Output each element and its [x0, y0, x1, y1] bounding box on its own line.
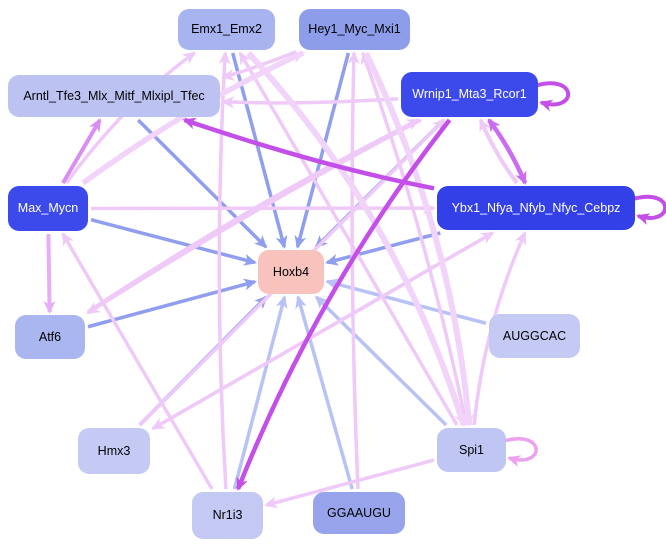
- node-arntl[interactable]: Arntl_Tfe3_Mlx_Mitf_Mlxipl_Tfec: [8, 75, 220, 117]
- node-label-auggcac: AUGGCAC: [502, 328, 567, 343]
- self-loop-ybx1: [632, 194, 666, 225]
- edge-wrnip1-atf6: [86, 118, 422, 315]
- node-wrnip1[interactable]: Wrnip1_Mta3_Rcor1: [401, 72, 538, 117]
- node-label-nr1i3: Nr1i3: [212, 508, 243, 523]
- node-hey1[interactable]: Hey1_Myc_Mxi1: [299, 9, 410, 50]
- node-hoxb4[interactable]: Hoxb4: [258, 250, 324, 294]
- edge-spi1-nr1i3: [264, 458, 435, 509]
- edge-max-hoxb4: [90, 218, 257, 266]
- node-label-atf6: Atf6: [38, 329, 62, 344]
- node-label-spi1: Spi1: [458, 442, 485, 457]
- edge-nr1i3-hoxb4: [232, 295, 288, 490]
- edge-ybx1-hmx3: [151, 231, 494, 431]
- node-auggcac[interactable]: AUGGCAC: [489, 314, 580, 358]
- node-label-hey1: Hey1_Myc_Mxi1: [308, 22, 401, 37]
- edge-hey1-arntl: [221, 50, 297, 81]
- edge-ybx1-wrnip1: [478, 118, 519, 185]
- node-max[interactable]: Max_Mycn: [8, 186, 88, 231]
- node-label-arntl: Arntl_Tfe3_Mlx_Mitf_Mlxipl_Tfec: [23, 88, 205, 103]
- edge-spi1-hoxb4: [314, 295, 448, 427]
- edge-max-emx1: [65, 51, 196, 185]
- edge-nr1i3-emx1: [217, 51, 231, 490]
- self-loop-spi1: [503, 437, 538, 467]
- node-label-emx1: Emx1_Emx2: [191, 22, 262, 37]
- edge-ggaaugu-hoxb4: [295, 295, 354, 490]
- node-label-hmx3: Hmx3: [97, 443, 131, 458]
- node-spi1[interactable]: Spi1: [437, 428, 506, 472]
- edge-nr1i3-max: [61, 232, 214, 490]
- node-nr1i3[interactable]: Nr1i3: [192, 492, 263, 539]
- node-label-hoxb4: Hoxb4: [272, 264, 310, 279]
- edge-max-arntl: [61, 118, 102, 185]
- edge-max-atf6: [43, 233, 56, 314]
- edge-hey1-spi1: [363, 51, 475, 427]
- self-loop-wrnip1: [535, 81, 571, 112]
- node-emx1[interactable]: Emx1_Emx2: [178, 9, 275, 50]
- node-label-wrnip1: Wrnip1_Mta3_Rcor1: [412, 87, 527, 102]
- edge-auggcac-hoxb4: [325, 278, 487, 325]
- node-atf6[interactable]: Atf6: [15, 315, 85, 359]
- node-hmx3[interactable]: Hmx3: [78, 428, 150, 474]
- node-ybx1[interactable]: Ybx1_Nfya_Nfyb_Nfyc_Cebpz: [437, 186, 635, 230]
- node-ggaaugu[interactable]: GGAAUGU: [313, 492, 405, 534]
- node-label-max: Max_Mycn: [17, 201, 79, 216]
- edge-wrnip1-ybx1: [487, 118, 528, 185]
- node-label-ggaaugu: GGAAUGU: [327, 505, 391, 520]
- edge-wrnip1-arntl: [221, 96, 399, 109]
- edge-wrnip1-nr1i3: [235, 118, 452, 491]
- edge-atf6-hoxb4: [87, 278, 257, 329]
- edge-emx1-hoxb4: [231, 52, 288, 249]
- edge-hey1-hoxb4: [294, 52, 351, 249]
- node-label-ybx1: Ybx1_Nfya_Nfyb_Nfyc_Cebpz: [451, 200, 621, 215]
- edge-atf6-wrnip1: [86, 118, 421, 314]
- edge-ggaaugu-hey1: [347, 51, 360, 490]
- edge-spi1-hey1: [360, 51, 469, 426]
